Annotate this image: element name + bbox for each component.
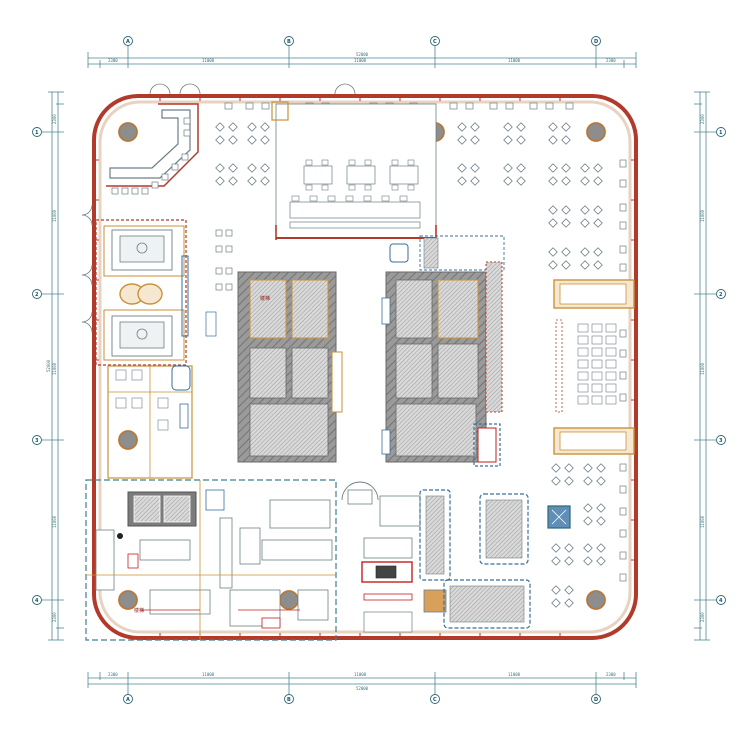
top-dimension-chain [87, 46, 637, 68]
bottom-dimension-chain [87, 672, 637, 694]
axis-label-top-c: C [433, 39, 437, 45]
bottom-seg-2: 11000 [202, 672, 215, 677]
axis-label-right-3: 3 [719, 438, 723, 444]
right-seg-1: 2300 [700, 114, 705, 124]
axis-label-left-1: 1 [35, 130, 39, 136]
kitchen-zone [85, 479, 337, 641]
bottom-axis-bubbles [123, 694, 601, 704]
left-dimension-chain [42, 91, 64, 641]
banquet-area-right [553, 279, 635, 455]
left-axis-bubbles [32, 127, 42, 605]
entrance-doors [81, 83, 356, 333]
private-dining-rooms [95, 219, 189, 366]
top-seg-3: 11000 [354, 58, 367, 63]
axis-label-left-4: 4 [35, 598, 39, 604]
platform-tables [289, 165, 421, 229]
restroom-block [107, 365, 193, 479]
axis-label-left-3: 3 [35, 438, 39, 444]
top-axis-bubbles [123, 36, 601, 46]
bottom-seg-3: 11000 [354, 672, 367, 677]
mid-left-tables [205, 229, 233, 337]
left-seg-2: 11000 [52, 209, 57, 222]
top-total-dimension: 52000 [356, 52, 369, 57]
top-seg-2: 11000 [202, 58, 215, 63]
axis-label-bottom-a: A [126, 697, 130, 703]
left-seg-1: 2300 [52, 114, 57, 124]
right-dimension-chain [694, 91, 716, 641]
core-left [237, 271, 343, 463]
dining-diamond-tables-bottom-right [551, 463, 606, 608]
bottom-seg-5: 2300 [606, 672, 616, 677]
axis-label-bottom-b: B [287, 697, 291, 703]
stair-label-bottom: 楼梯 [134, 607, 144, 614]
core-right [381, 271, 501, 467]
axis-label-top-d: D [594, 39, 598, 45]
right-seg-3: 11000 [700, 362, 705, 375]
top-seg-1: 2300 [108, 58, 118, 63]
axis-label-right-1: 1 [719, 130, 723, 136]
bottom-total-dimension: 52000 [356, 686, 369, 691]
service-station [389, 235, 505, 413]
stair-label-left: 楼梯 [260, 295, 270, 302]
right-axis-bubbles [716, 127, 726, 605]
right-seg-4: 11000 [700, 515, 705, 528]
left-total-dimension: 52000 [46, 359, 51, 372]
axis-label-right-2: 2 [719, 292, 723, 298]
left-seg-5: 2300 [52, 612, 57, 622]
left-seg-3: 11000 [52, 362, 57, 375]
left-seg-4: 11000 [52, 515, 57, 528]
bar-stools [111, 117, 191, 195]
blue-display-box [547, 505, 571, 529]
bar-counter [106, 103, 199, 187]
service-counter-bottom [341, 481, 451, 633]
right-seg-5: 2300 [700, 612, 705, 622]
axis-label-bottom-d: D [594, 697, 598, 703]
window-benches-right [619, 159, 627, 582]
right-seg-2: 11000 [700, 209, 705, 222]
banquet-long-tables [577, 323, 617, 405]
top-seg-4: 11000 [508, 58, 521, 63]
axis-label-top-a: A [126, 39, 130, 45]
axis-label-left-2: 2 [35, 292, 39, 298]
bottom-seg-1: 2300 [108, 672, 118, 677]
axis-label-bottom-c: C [433, 697, 437, 703]
top-seg-5: 2300 [606, 58, 616, 63]
axis-label-top-b: B [287, 39, 291, 45]
axis-label-right-4: 4 [719, 598, 723, 604]
pantry-boxes [443, 493, 531, 629]
bottom-seg-4: 11000 [508, 672, 521, 677]
platform-chairs [291, 159, 415, 202]
